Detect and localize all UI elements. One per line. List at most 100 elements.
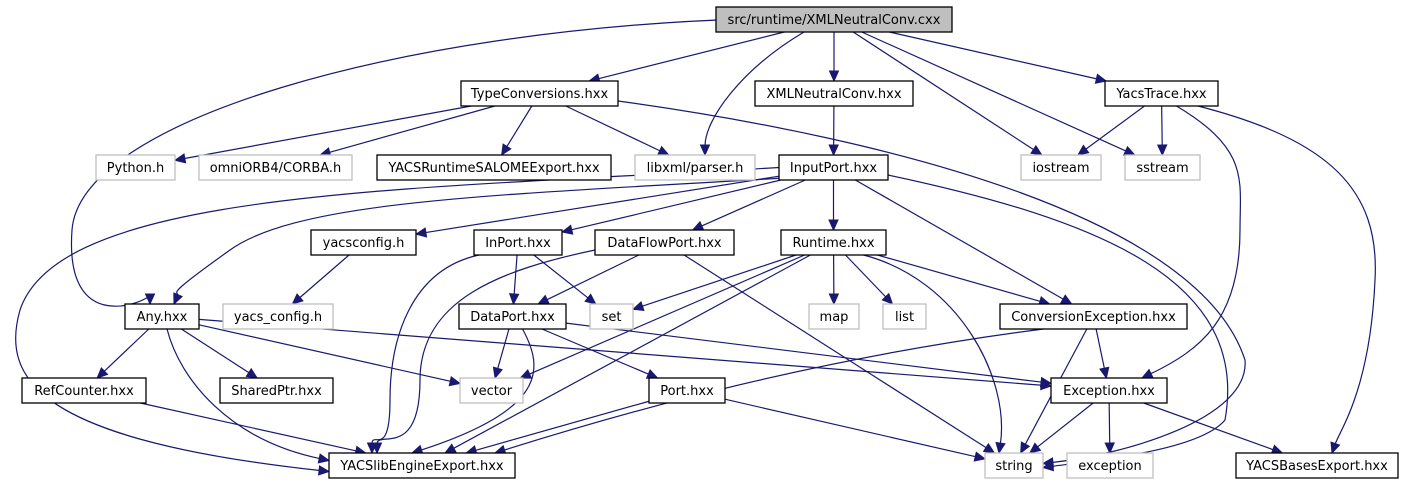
node-Port[interactable]: Port.hxx	[648, 377, 726, 404]
node-YACSBasesExport[interactable]: YACSBasesExport.hxx	[1235, 452, 1399, 479]
node-InputPort[interactable]: InputPort.hxx	[778, 154, 889, 181]
edge-ConversionException-to-Exception	[1095, 328, 1110, 380]
node-YacsTrace[interactable]: YacsTrace.hxx	[1104, 80, 1219, 107]
node-root[interactable]: src/runtime/XMLNeutralConv.cxx	[715, 6, 953, 33]
node-box[interactable]	[219, 377, 334, 404]
node-box[interactable]	[780, 229, 887, 256]
edge-TypeConversions-to-YACSRuntimeSALOMEExport	[501, 105, 533, 157]
edge-line	[565, 322, 1043, 383]
node-box[interactable]	[310, 229, 417, 256]
node-box[interactable]	[460, 80, 619, 107]
node-label: omniORB4/CORBA.h	[210, 161, 342, 176]
arrowhead-icon	[519, 368, 533, 379]
node-label: RefCounter.hxx	[34, 384, 134, 399]
node-label: YACSRuntimeSALOMEExport.hxx	[387, 161, 600, 176]
arrowhead-icon	[828, 70, 840, 83]
node-InPort[interactable]: InPort.hxx	[473, 229, 563, 256]
node-YACSRuntimeSALOMEExport[interactable]: YACSRuntimeSALOMEExport.hxx	[376, 154, 612, 181]
node-box	[984, 452, 1044, 479]
edge-line	[474, 400, 650, 452]
edge-InputPort-to-InPort	[560, 179, 782, 235]
node-box	[1020, 154, 1102, 181]
edge-YacsTrace-to-Exception	[1140, 105, 1242, 379]
node-label: sstream	[1136, 161, 1188, 176]
edge-InputPort-to-yacsconfig	[414, 175, 780, 238]
edge-line	[1084, 105, 1145, 151]
node-ConversionException[interactable]: ConversionException.hxx	[999, 303, 1188, 330]
node-label: vector	[471, 384, 513, 399]
node-box[interactable]	[1050, 377, 1168, 404]
edge-line	[533, 254, 590, 299]
arrowhead-icon	[371, 442, 383, 455]
node-SharedPtr[interactable]: SharedPtr.hxx	[219, 377, 334, 404]
node-exception: exception	[1066, 452, 1154, 479]
node-label: ConversionException.hxx	[1011, 310, 1176, 325]
edge-DataPort-to-vector	[492, 328, 510, 380]
arrowhead-icon	[317, 453, 331, 464]
edge-Runtime-to-map	[828, 254, 840, 306]
node-Exception[interactable]: Exception.hxx	[1050, 377, 1168, 404]
edge-Any-to-vector	[198, 324, 462, 387]
arrowhead-icon	[173, 153, 187, 164]
edge-yacsconfig-to-yacs_config	[291, 254, 350, 305]
node-box[interactable]	[21, 377, 147, 404]
node-box[interactable]	[458, 303, 567, 330]
node-box[interactable]	[328, 452, 516, 479]
node-box[interactable]	[376, 154, 612, 181]
node-box[interactable]	[124, 303, 200, 330]
node-box[interactable]	[1104, 80, 1219, 107]
arrowhead-icon	[973, 451, 987, 462]
arrowhead-icon	[656, 145, 670, 156]
node-label: InputPort.hxx	[790, 161, 877, 176]
node-yacs_config: yacs_config.h	[222, 303, 334, 330]
node-label: YacsTrace.hxx	[1115, 87, 1207, 102]
edge-line	[376, 249, 596, 445]
node-box[interactable]	[715, 6, 953, 33]
node-label: YACSlibEngineExport.hxx	[339, 459, 504, 474]
node-RefCounter[interactable]: RefCounter.hxx	[21, 377, 147, 404]
edge-line	[889, 31, 1098, 80]
arrowhead-icon	[1104, 442, 1115, 455]
node-box[interactable]	[648, 377, 726, 404]
node-DataFlowPort[interactable]: DataFlowPort.hxx	[594, 229, 735, 256]
edge-Runtime-to-set	[631, 254, 797, 312]
edge-line	[1095, 328, 1106, 370]
edge-YacsTrace-to-YACSBasesExport	[1197, 105, 1376, 455]
node-Runtime[interactable]: Runtime.hxx	[780, 229, 887, 256]
arrowhead-icon	[881, 292, 894, 305]
node-Any[interactable]: Any.hxx	[124, 303, 200, 330]
node-label: set	[602, 310, 622, 325]
edge-Any-to-SharedPtr	[181, 328, 259, 379]
node-box[interactable]	[754, 80, 914, 107]
node-box[interactable]	[999, 303, 1188, 330]
arrowhead-icon	[501, 143, 512, 157]
edge-line	[103, 328, 150, 373]
node-box	[589, 303, 634, 330]
node-box[interactable]	[1235, 452, 1399, 479]
arrowhead-icon	[1041, 460, 1055, 472]
node-label: YACSBasesExport.hxx	[1245, 459, 1388, 474]
node-YACSlibEngineExport[interactable]: YACSlibEngineExport.hxx	[328, 452, 516, 479]
edge-DataFlowPort-to-YACSlibEngineExport	[371, 249, 596, 455]
edge-line	[181, 328, 250, 374]
edge-root-to-iostream	[852, 31, 1043, 156]
node-DataPort[interactable]: DataPort.hxx	[458, 303, 567, 330]
edge-InputPort-to-Any	[173, 177, 785, 306]
node-TypeConversions[interactable]: TypeConversions.hxx	[460, 80, 619, 107]
edge-line	[140, 402, 358, 452]
node-box[interactable]	[594, 229, 735, 256]
node-yacsconfig[interactable]: yacsconfig.h	[310, 229, 417, 256]
arrowhead-icon	[631, 301, 645, 312]
arrowhead-icon	[1030, 144, 1043, 156]
node-box[interactable]	[778, 154, 889, 181]
node-XMLNeutralConvH[interactable]: XMLNeutralConv.hxx	[754, 80, 914, 107]
edge-line	[863, 254, 1003, 445]
node-box[interactable]	[473, 229, 563, 256]
node-label: libxml/parser.h	[647, 161, 744, 176]
edge-DataFlowPort-to-string	[683, 254, 996, 454]
arrowhead-icon	[995, 441, 1006, 455]
node-box	[882, 303, 927, 330]
node-label: TypeConversions.hxx	[470, 87, 609, 102]
arrowhead-icon	[982, 442, 996, 454]
node-label: SharedPtr.hxx	[231, 384, 322, 399]
